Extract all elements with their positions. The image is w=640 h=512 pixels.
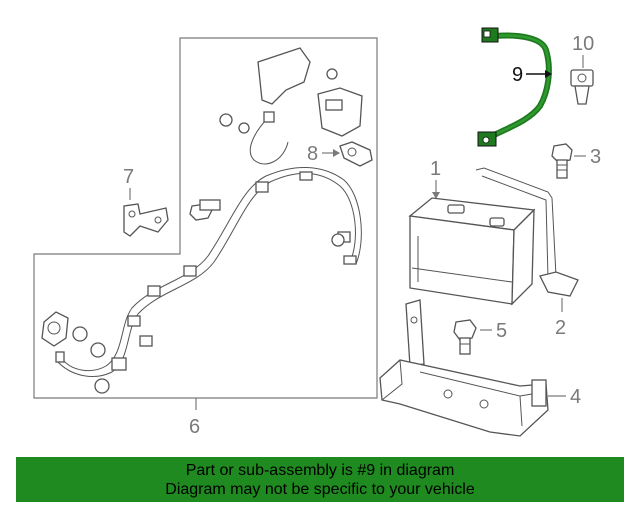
callout-9: 9 (512, 64, 523, 86)
leader-8-arrow (333, 149, 340, 157)
part-notice-banner: Part or sub-assembly is #9 in diagram Di… (16, 457, 624, 502)
callout-8: 8 (307, 143, 318, 165)
bolt-part-3[interactable] (551, 143, 573, 179)
leader-1-arrow (432, 192, 440, 199)
bracket-part-7[interactable] (123, 203, 169, 237)
highlighted-cable-part-9[interactable] (477, 27, 552, 147)
retainer-part-10[interactable] (570, 69, 594, 105)
banner-line-2: Diagram may not be specific to your vehi… (165, 480, 475, 498)
callout-2: 2 (555, 317, 566, 339)
bolt-part-5[interactable] (453, 319, 477, 355)
cable-harness-part-6[interactable] (41, 47, 363, 394)
terminal-clamp-part-8[interactable] (339, 141, 373, 167)
leader-9-arrow (545, 70, 552, 78)
callout-5: 5 (496, 320, 507, 342)
callout-4: 4 (570, 386, 581, 408)
parts-diagram: 9 10 3 1 2 5 (33, 27, 601, 438)
callout-3: 3 (590, 146, 601, 168)
callout-10: 10 (572, 33, 594, 55)
cable-group-frame (33, 37, 378, 399)
callout-7: 7 (123, 166, 134, 188)
hold-down-part-2[interactable] (475, 167, 579, 297)
battery-tray-part-4[interactable] (379, 299, 549, 437)
battery-part-1[interactable] (408, 197, 536, 306)
banner-line-1: Part or sub-assembly is #9 in diagram (185, 461, 455, 479)
callout-1: 1 (430, 158, 441, 180)
callout-6: 6 (189, 416, 200, 438)
